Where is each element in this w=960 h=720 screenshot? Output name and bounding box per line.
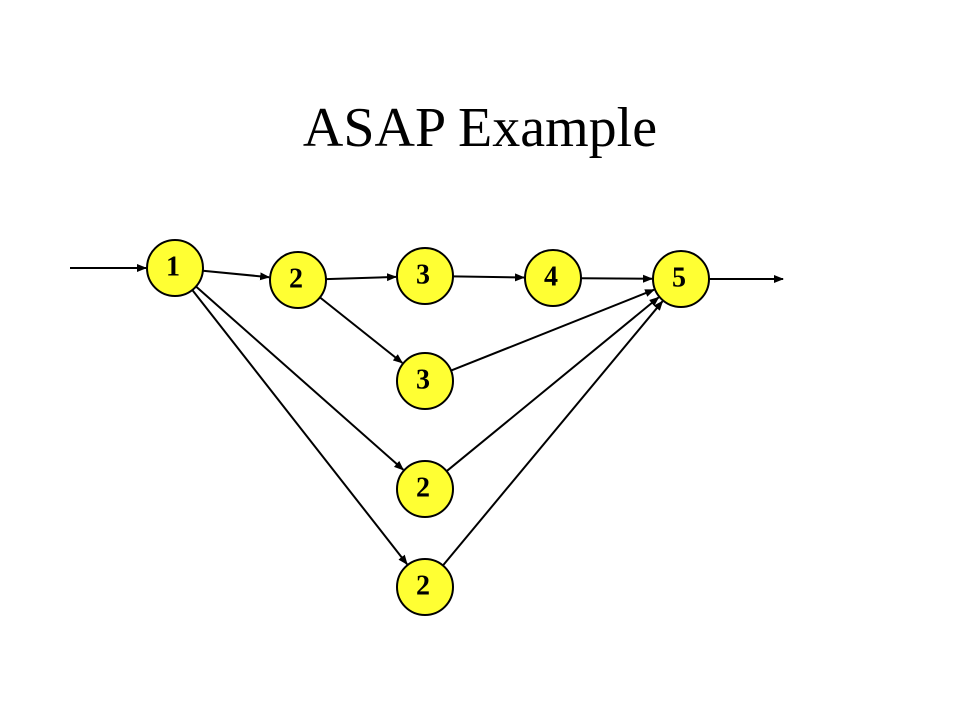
edge-n1-to-n2 [202, 269, 271, 281]
node-circle [396, 247, 454, 305]
node-label: 5 [672, 262, 686, 293]
edge-n2-to-n3a [325, 273, 397, 282]
edge-n3b-to-n5 [450, 288, 656, 372]
edge-n1-to-n2c [191, 289, 408, 565]
node-n4: 4 [524, 249, 582, 307]
edge-n4-to-n5 [580, 274, 653, 283]
node-n2: 2 [269, 251, 327, 309]
node-circle [146, 239, 204, 297]
node-n3b: 3 [396, 352, 454, 410]
node-n2b: 2 [396, 460, 454, 518]
node-label: 2 [416, 570, 430, 601]
edge-n3a-to-n4 [452, 273, 525, 282]
edge-n2-to-n3b [319, 296, 404, 364]
node-label: 4 [544, 261, 558, 292]
node-label: 2 [416, 472, 430, 503]
node-circle [396, 352, 454, 410]
node-n1: 1 [146, 239, 204, 297]
edge-n2c-to-n5 [442, 300, 664, 567]
node-label: 3 [416, 259, 430, 290]
edges-layer [70, 264, 784, 567]
node-label: 1 [166, 251, 180, 282]
edge-n1-to-n2b [195, 285, 405, 471]
edge-n2b-to-n5 [445, 296, 660, 472]
node-label: 3 [416, 364, 430, 395]
node-circle [396, 460, 454, 518]
node-n2c: 2 [396, 558, 454, 616]
slide-title: ASAP Example [302, 97, 658, 159]
node-n3a: 3 [396, 247, 454, 305]
node-circle [652, 250, 710, 308]
node-circle [396, 558, 454, 616]
node-n5: 5 [652, 250, 710, 308]
node-circle [524, 249, 582, 307]
nodes-layer: 1 2 3 4 5 3 2 2 [146, 239, 710, 616]
node-label: 2 [289, 263, 303, 294]
node-circle [269, 251, 327, 309]
